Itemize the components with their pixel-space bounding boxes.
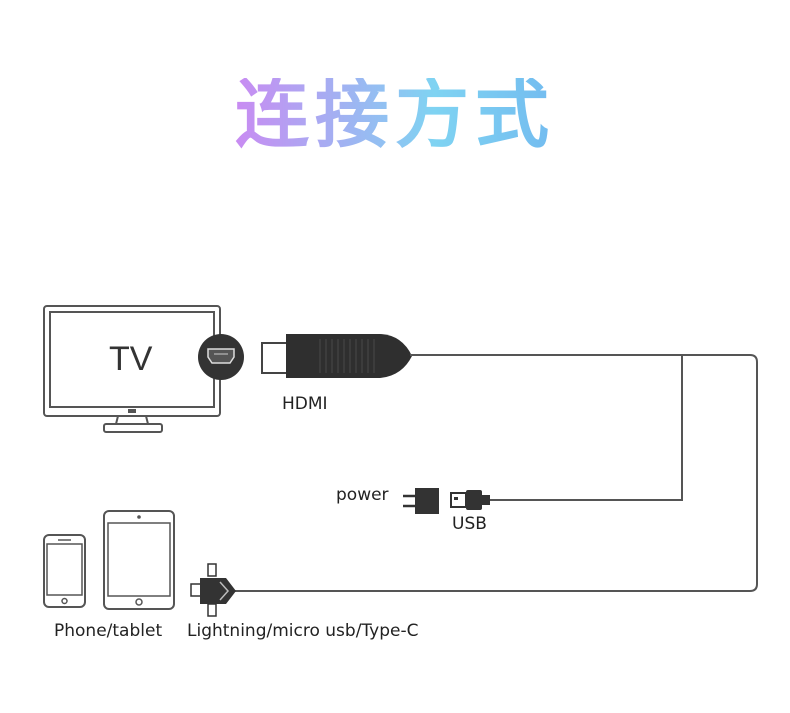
power-adapter-icon <box>403 488 439 514</box>
multi-connector-icon <box>190 563 236 617</box>
cables <box>232 354 758 592</box>
phone-icon <box>43 534 86 608</box>
tv-hdmi-port-icon <box>198 334 244 380</box>
page-title: 连接方式 <box>0 78 790 152</box>
phone-tablet-label: Phone/tablet <box>54 621 163 641</box>
tablet-icon <box>103 510 175 610</box>
hdmi-dongle-icon <box>261 334 412 378</box>
usb-label: USB <box>452 514 487 534</box>
hdmi-label: HDMI <box>282 394 328 414</box>
tv-label: TV <box>109 340 153 378</box>
connector-types-label: Lightning/micro usb/Type-C <box>187 621 419 641</box>
power-label: power <box>336 485 389 505</box>
usb-plug-icon <box>450 490 490 510</box>
